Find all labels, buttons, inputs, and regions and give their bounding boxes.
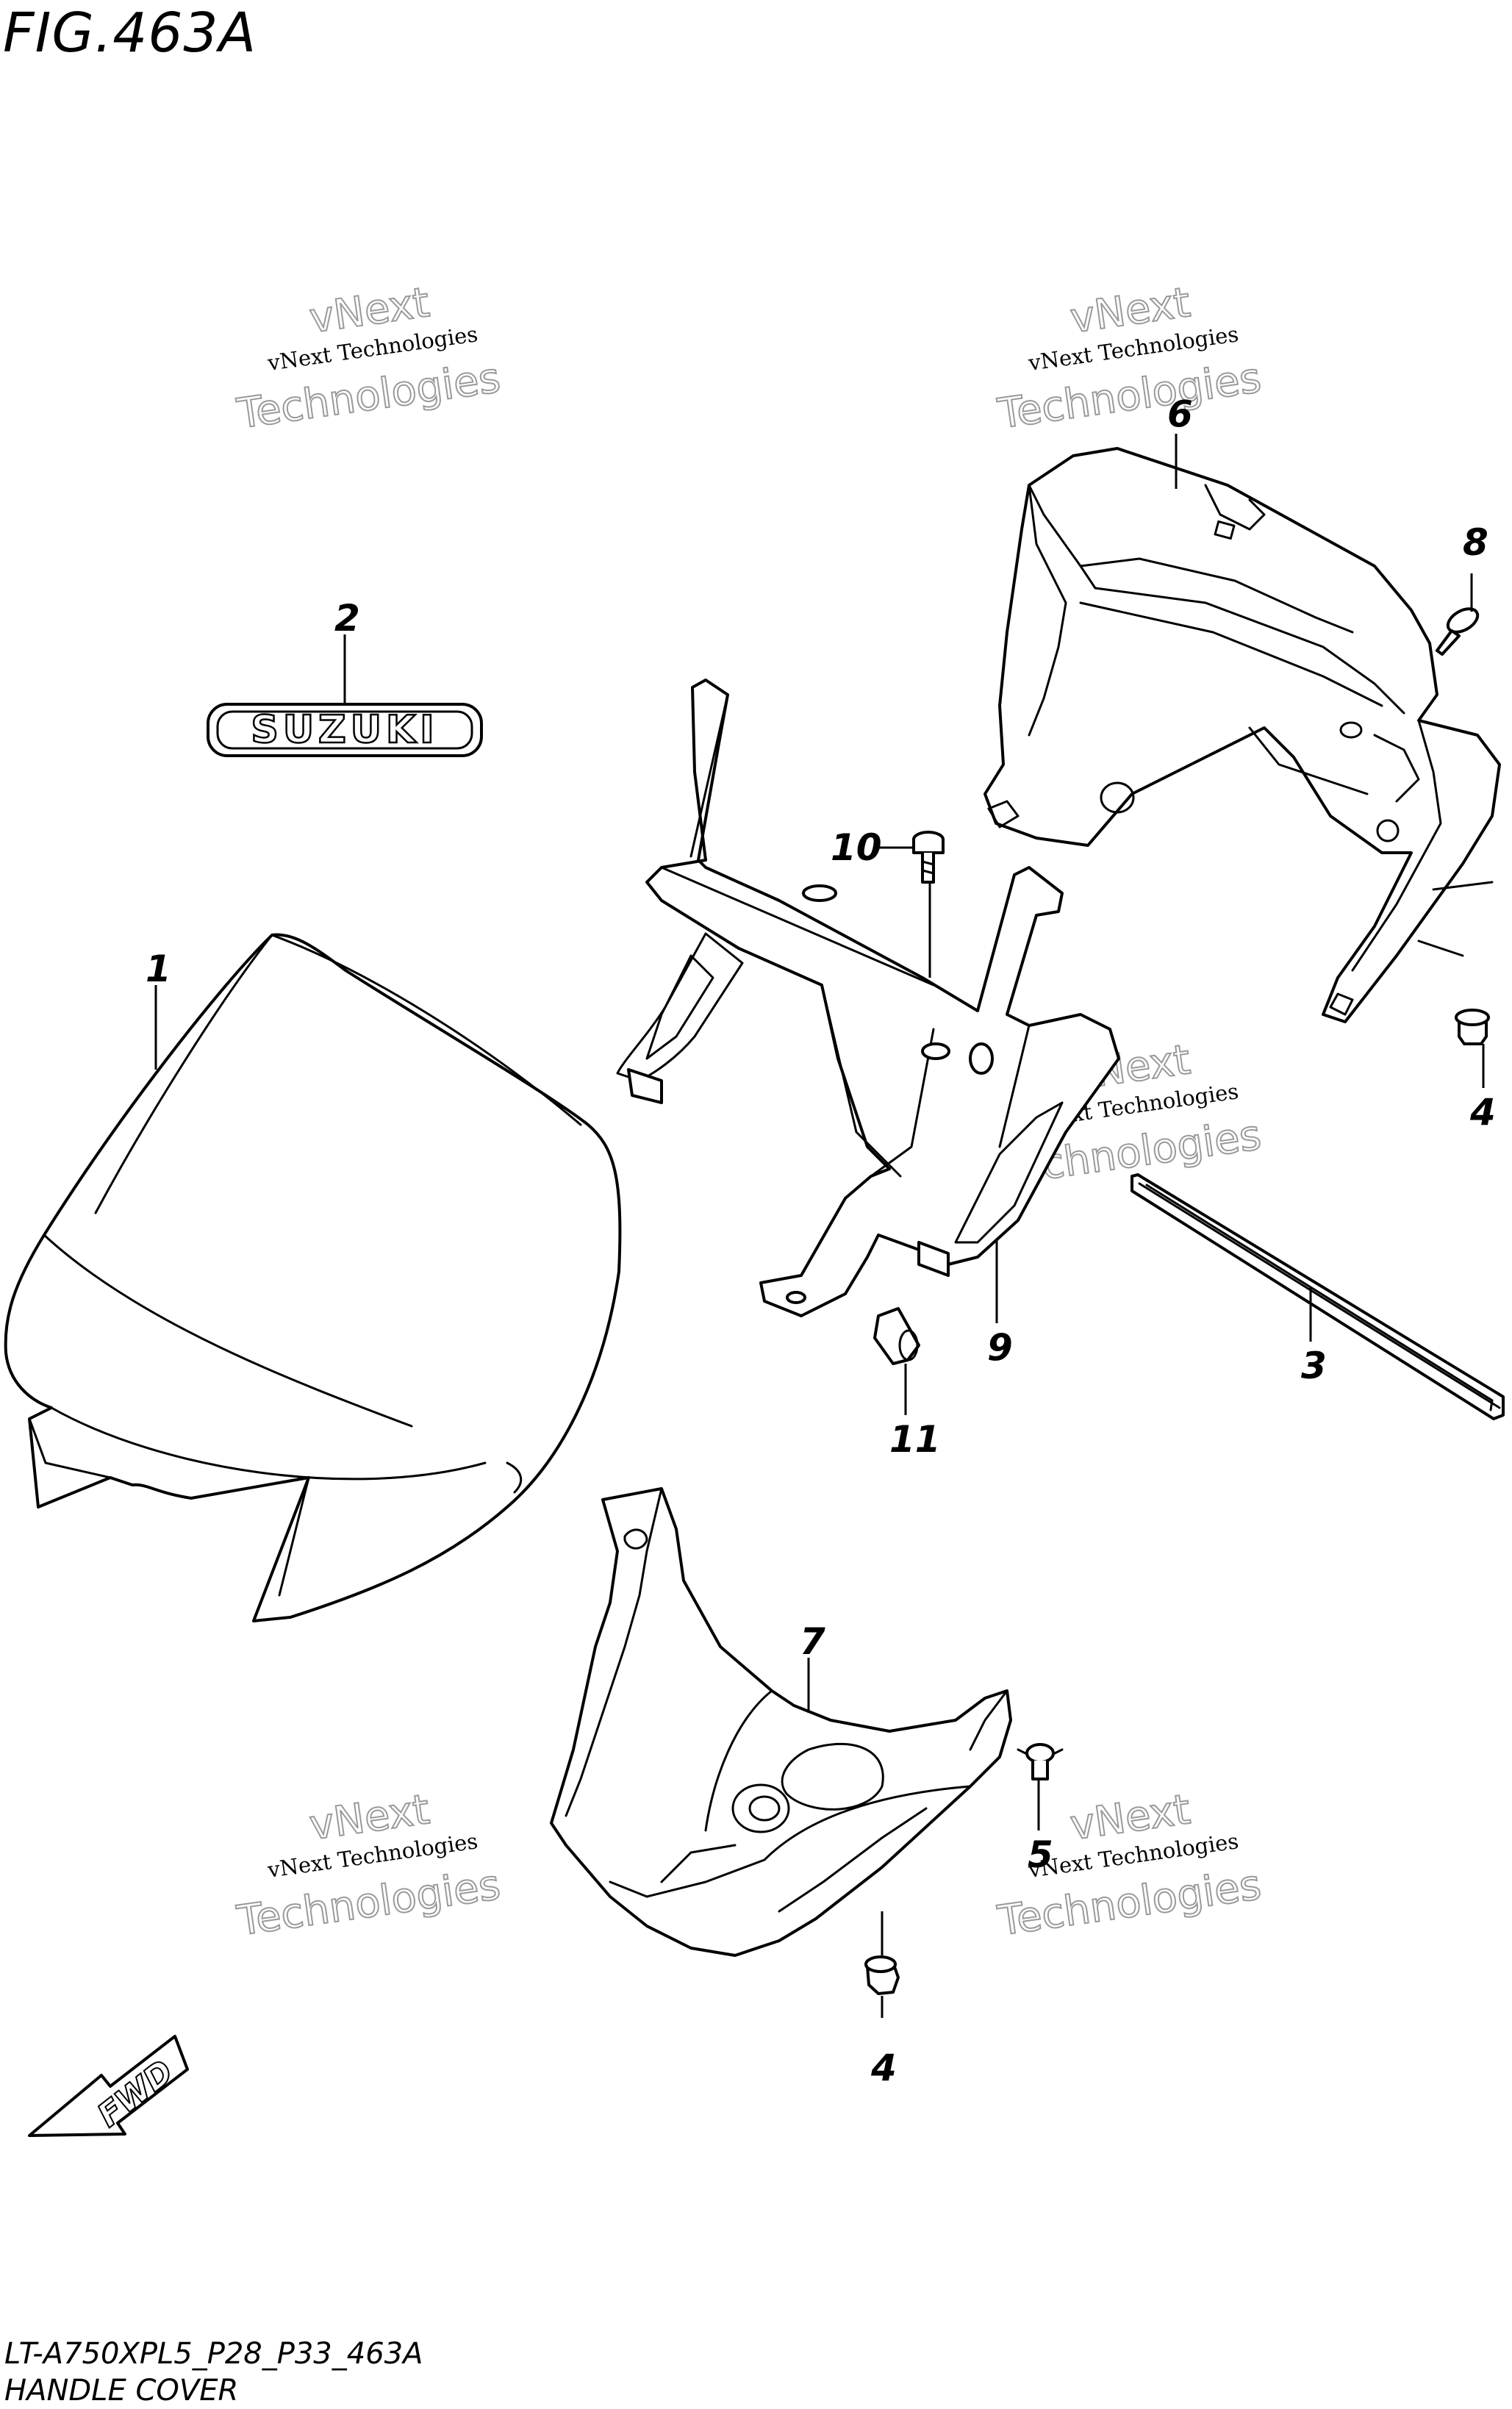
- watermark-bottom-left: vNext vNext Technologies Technologies: [233, 1785, 504, 1946]
- watermark-top-left: vNext vNext Technologies Technologies: [233, 278, 504, 439]
- callout-labels: 1 2 3 4 4 5 6 7 8 9 10 11: [146, 393, 1496, 2089]
- screw-8: [1436, 607, 1480, 656]
- figure-title: FIG.463A: [3, 1, 257, 65]
- grommet-11: [873, 1307, 920, 1365]
- leader-lines: [154, 434, 1485, 2018]
- callout-7: 7: [800, 1620, 825, 1663]
- forward-direction-arrow: FWD: [28, 2035, 189, 2137]
- handle-cover-front: [4, 933, 622, 1622]
- watermark-bottom-right: vNext vNext Technologies Technologies: [994, 1785, 1264, 1946]
- suzuki-emblem: SUZUKI: [207, 703, 483, 757]
- bracket: [616, 679, 1120, 1317]
- callout-4-lower: 4: [870, 2047, 897, 2089]
- callout-4-upper: 4: [1469, 1091, 1496, 1134]
- callout-2: 2: [334, 597, 360, 640]
- lower-cover: [550, 1487, 1012, 1957]
- callout-3: 3: [1301, 1345, 1327, 1387]
- callout-5: 5: [1028, 1833, 1053, 1876]
- callout-1: 1: [146, 948, 171, 990]
- clip-4-upper: [1455, 1009, 1490, 1045]
- bolt-10: [912, 831, 945, 884]
- handle-cover-rear: [983, 447, 1501, 1023]
- callout-11: 11: [889, 1418, 941, 1461]
- watermark-top-right: vNext vNext Technologies Technologies: [994, 278, 1264, 439]
- figure-name: HANDLE COVER: [4, 2374, 239, 2408]
- callout-8: 8: [1463, 521, 1488, 564]
- callout-10: 10: [831, 826, 882, 869]
- clip-4-lower: [864, 1955, 900, 1995]
- figure-code: LT-A750XPL5_P28_P33_463A: [4, 2337, 423, 2371]
- rivet-5: [1017, 1743, 1064, 1780]
- emblem-text: SUZUKI: [251, 708, 438, 752]
- callout-6: 6: [1167, 393, 1193, 435]
- trim-strip: [1131, 1173, 1505, 1420]
- callout-9: 9: [987, 1326, 1013, 1369]
